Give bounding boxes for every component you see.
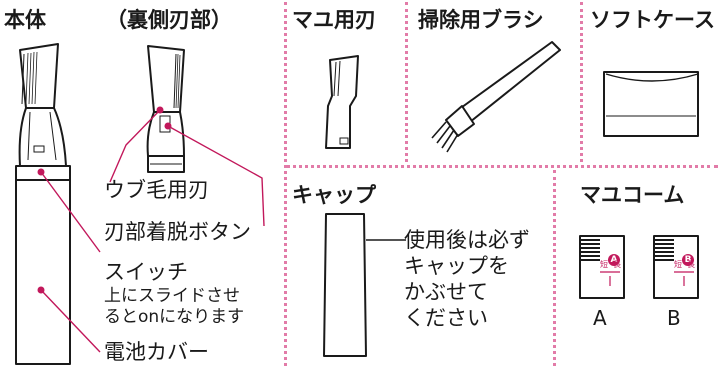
label-switch: スイッチ xyxy=(104,260,188,284)
title-back-blade: （裏側刃部） xyxy=(106,8,232,32)
cap-drawing xyxy=(323,213,406,357)
cap-note-line4: ください xyxy=(404,306,488,330)
label-blade-release-button: 刃部着脱ボタン xyxy=(104,220,251,244)
comb-a-mark-long: 長 xyxy=(613,260,621,269)
callout-lines xyxy=(40,109,265,353)
title-cleaning-brush: 掃除用ブラシ xyxy=(418,8,544,32)
divider-lower xyxy=(553,170,556,366)
brow-blade-drawing xyxy=(325,55,359,149)
divider-mid xyxy=(405,2,408,162)
divider-right xyxy=(580,2,583,162)
label-switch-line3: るとonになります xyxy=(104,307,245,327)
title-main-body: 本体 xyxy=(4,8,46,32)
comb-a-badge: A xyxy=(610,255,618,265)
comb-b-mark-long: 長 xyxy=(687,260,695,269)
soft-case-drawing xyxy=(603,71,699,137)
label-switch-line2: 上にスライドさせ xyxy=(104,286,240,306)
trimmer-back-side xyxy=(146,45,185,173)
comb-a-label: A xyxy=(593,306,607,330)
title-brow-comb: マユコーム xyxy=(580,183,685,207)
label-battery-cover: 電池カバー xyxy=(104,340,209,364)
comb-a-mark-short: 短 xyxy=(600,260,608,269)
title-soft-case: ソフトケース xyxy=(590,8,715,32)
title-cap: キャップ xyxy=(292,183,376,207)
brow-comb-b-drawing xyxy=(653,235,699,299)
cap-note-line1: 使用後は必ず xyxy=(404,228,530,252)
cap-note-line2: キャップを xyxy=(404,254,509,278)
comb-b-mark-short: 短 xyxy=(674,260,682,269)
comb-b-label: B xyxy=(667,306,681,330)
trimmer-main-body xyxy=(15,43,71,365)
comb-b-badge: B xyxy=(684,255,692,265)
divider-left xyxy=(284,2,287,366)
label-fine-hair-blade: ウブ毛用刃 xyxy=(104,178,209,202)
title-brow-blade: マユ用刃 xyxy=(292,8,376,32)
divider-horizontal xyxy=(286,165,718,168)
brow-comb-a-drawing xyxy=(579,235,625,299)
cleaning-brush-drawing xyxy=(431,41,561,153)
cap-note-line3: かぶせて xyxy=(404,280,488,304)
